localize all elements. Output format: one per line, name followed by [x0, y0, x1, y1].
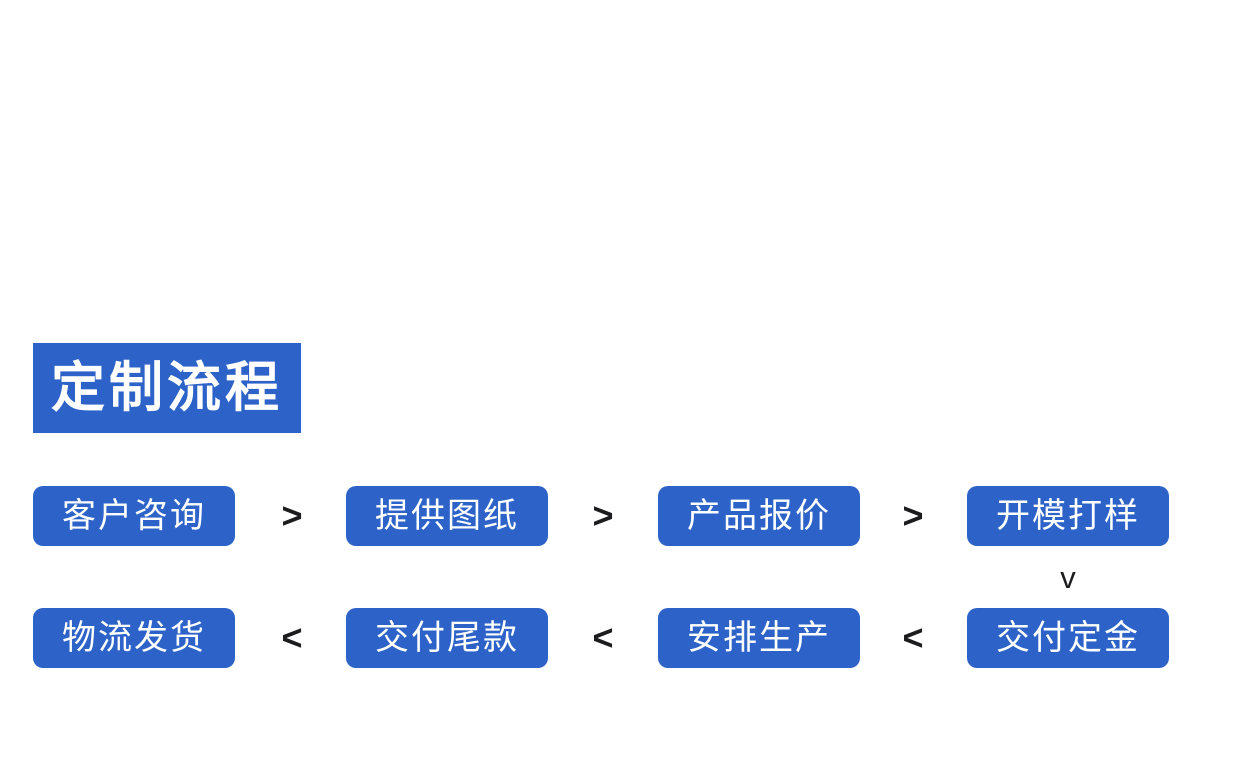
- flow-step-label: 交付定金: [996, 619, 1140, 657]
- arrow-right-icon: >: [592, 495, 614, 536]
- arrow-left-icon: <: [281, 617, 303, 658]
- section-title: 定制流程: [33, 343, 301, 433]
- flow-step-label: 产品报价: [687, 497, 831, 535]
- arrow-left-icon: <: [902, 617, 924, 658]
- flow-step-label: 安排生产: [687, 619, 831, 657]
- section-title-label: 定制流程: [51, 358, 283, 418]
- flow-step-label: 开模打样: [996, 497, 1140, 535]
- arrow-right-icon: >: [902, 495, 924, 536]
- flow-step-label: 交付尾款: [375, 619, 519, 657]
- arrow-right-icon: >: [281, 495, 303, 536]
- flow-step-logistics-shipping: 物流发货: [33, 608, 235, 668]
- flow-step-mold-sampling: 开模打样: [967, 486, 1169, 546]
- flow-step-arrange-production: 安排生产: [658, 608, 860, 668]
- flow-step-provide-drawings: 提供图纸: [346, 486, 548, 546]
- flow-step-customer-inquiry: 客户咨询: [33, 486, 235, 546]
- flow-step-label: 提供图纸: [375, 497, 519, 535]
- arrow-left-icon: <: [592, 617, 614, 658]
- flow-step-deposit-payment: 交付定金: [967, 608, 1169, 668]
- flow-step-final-payment: 交付尾款: [346, 608, 548, 668]
- arrow-down-icon: v: [1060, 559, 1076, 595]
- flow-step-label: 物流发货: [62, 619, 206, 657]
- flow-step-label: 客户咨询: [62, 497, 206, 535]
- flow-step-product-quote: 产品报价: [658, 486, 860, 546]
